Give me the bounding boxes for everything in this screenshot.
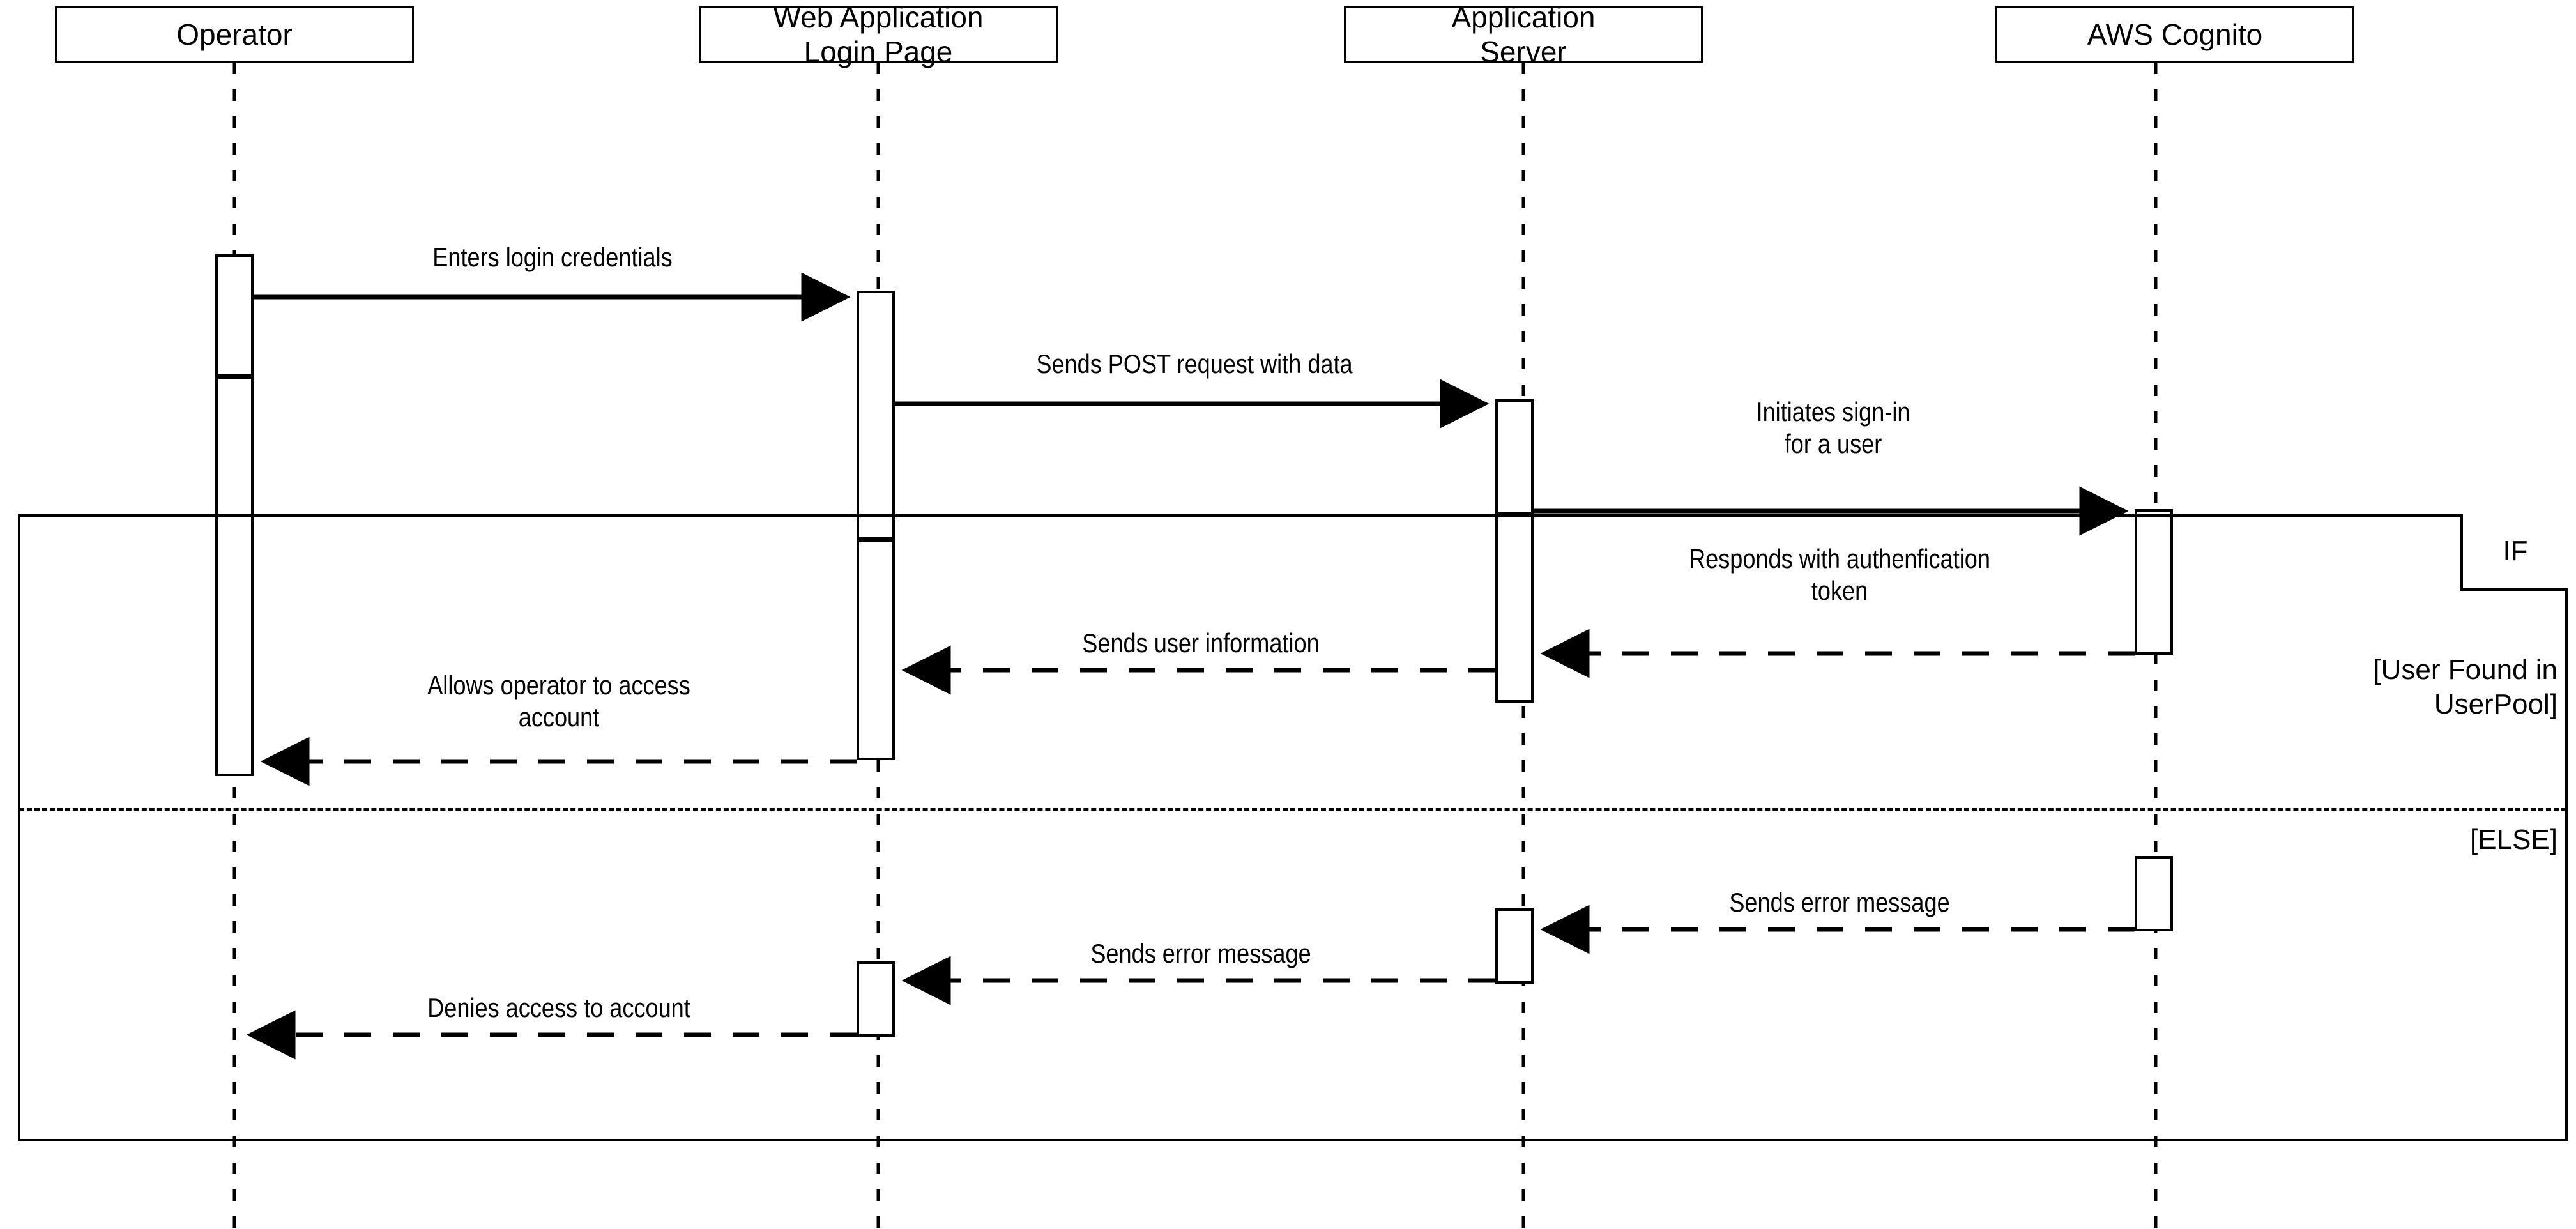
activation-cognito-1 [2135, 509, 2173, 655]
message-arrows [246, 272, 2135, 1060]
fragment-else-divider [19, 808, 2566, 811]
activation-operator-1 [215, 254, 254, 377]
activation-webapp-2 [857, 540, 895, 760]
activation-appserver-3 [1495, 908, 1534, 984]
participant-operator[interactable]: Operator [55, 6, 414, 63]
activation-webapp-3 [857, 961, 895, 1037]
message-label-m3: Initiates sign-in for a user [1756, 397, 1910, 459]
message-label-m5: Sends user information [1082, 628, 1320, 658]
fragment-operator-label: IF [2460, 514, 2568, 591]
participant-cognito-label: AWS Cognito [2087, 17, 2263, 51]
participant-cognito[interactable]: AWS Cognito [1995, 6, 2354, 63]
message-label-m9: Denies access to account [427, 993, 690, 1023]
message-label-m1: Enters login credentials [432, 242, 673, 272]
activation-webapp-1 [857, 291, 895, 540]
fragment-guard-else: [ELSE] [2470, 824, 2557, 855]
activation-cognito-2 [2135, 856, 2173, 931]
fragment-guard-if: [User Found in UserPool] [2373, 654, 2557, 720]
fragment-operator-label-text: IF [2503, 535, 2528, 567]
message-label-m2: Sends POST request with data [1036, 349, 1353, 379]
message-label-m7: Sends error message [1729, 887, 1950, 917]
activation-operator-2 [215, 377, 254, 776]
participant-webapp-label: Web Application Login Page [773, 0, 984, 68]
participant-appserver-label: Application Server [1451, 0, 1596, 68]
activation-appserver-1 [1495, 399, 1534, 514]
participant-appserver[interactable]: Application Server [1344, 1, 1703, 68]
participant-webapp[interactable]: Web Application Login Page [699, 1, 1058, 68]
message-label-m8: Sends error message [1090, 938, 1311, 968]
activation-appserver-2 [1495, 514, 1534, 703]
participant-operator-label: Operator [176, 17, 293, 51]
message-label-m6: Allows operator to access account [427, 670, 690, 733]
message-label-m4: Responds with authenfication token [1689, 544, 1990, 606]
